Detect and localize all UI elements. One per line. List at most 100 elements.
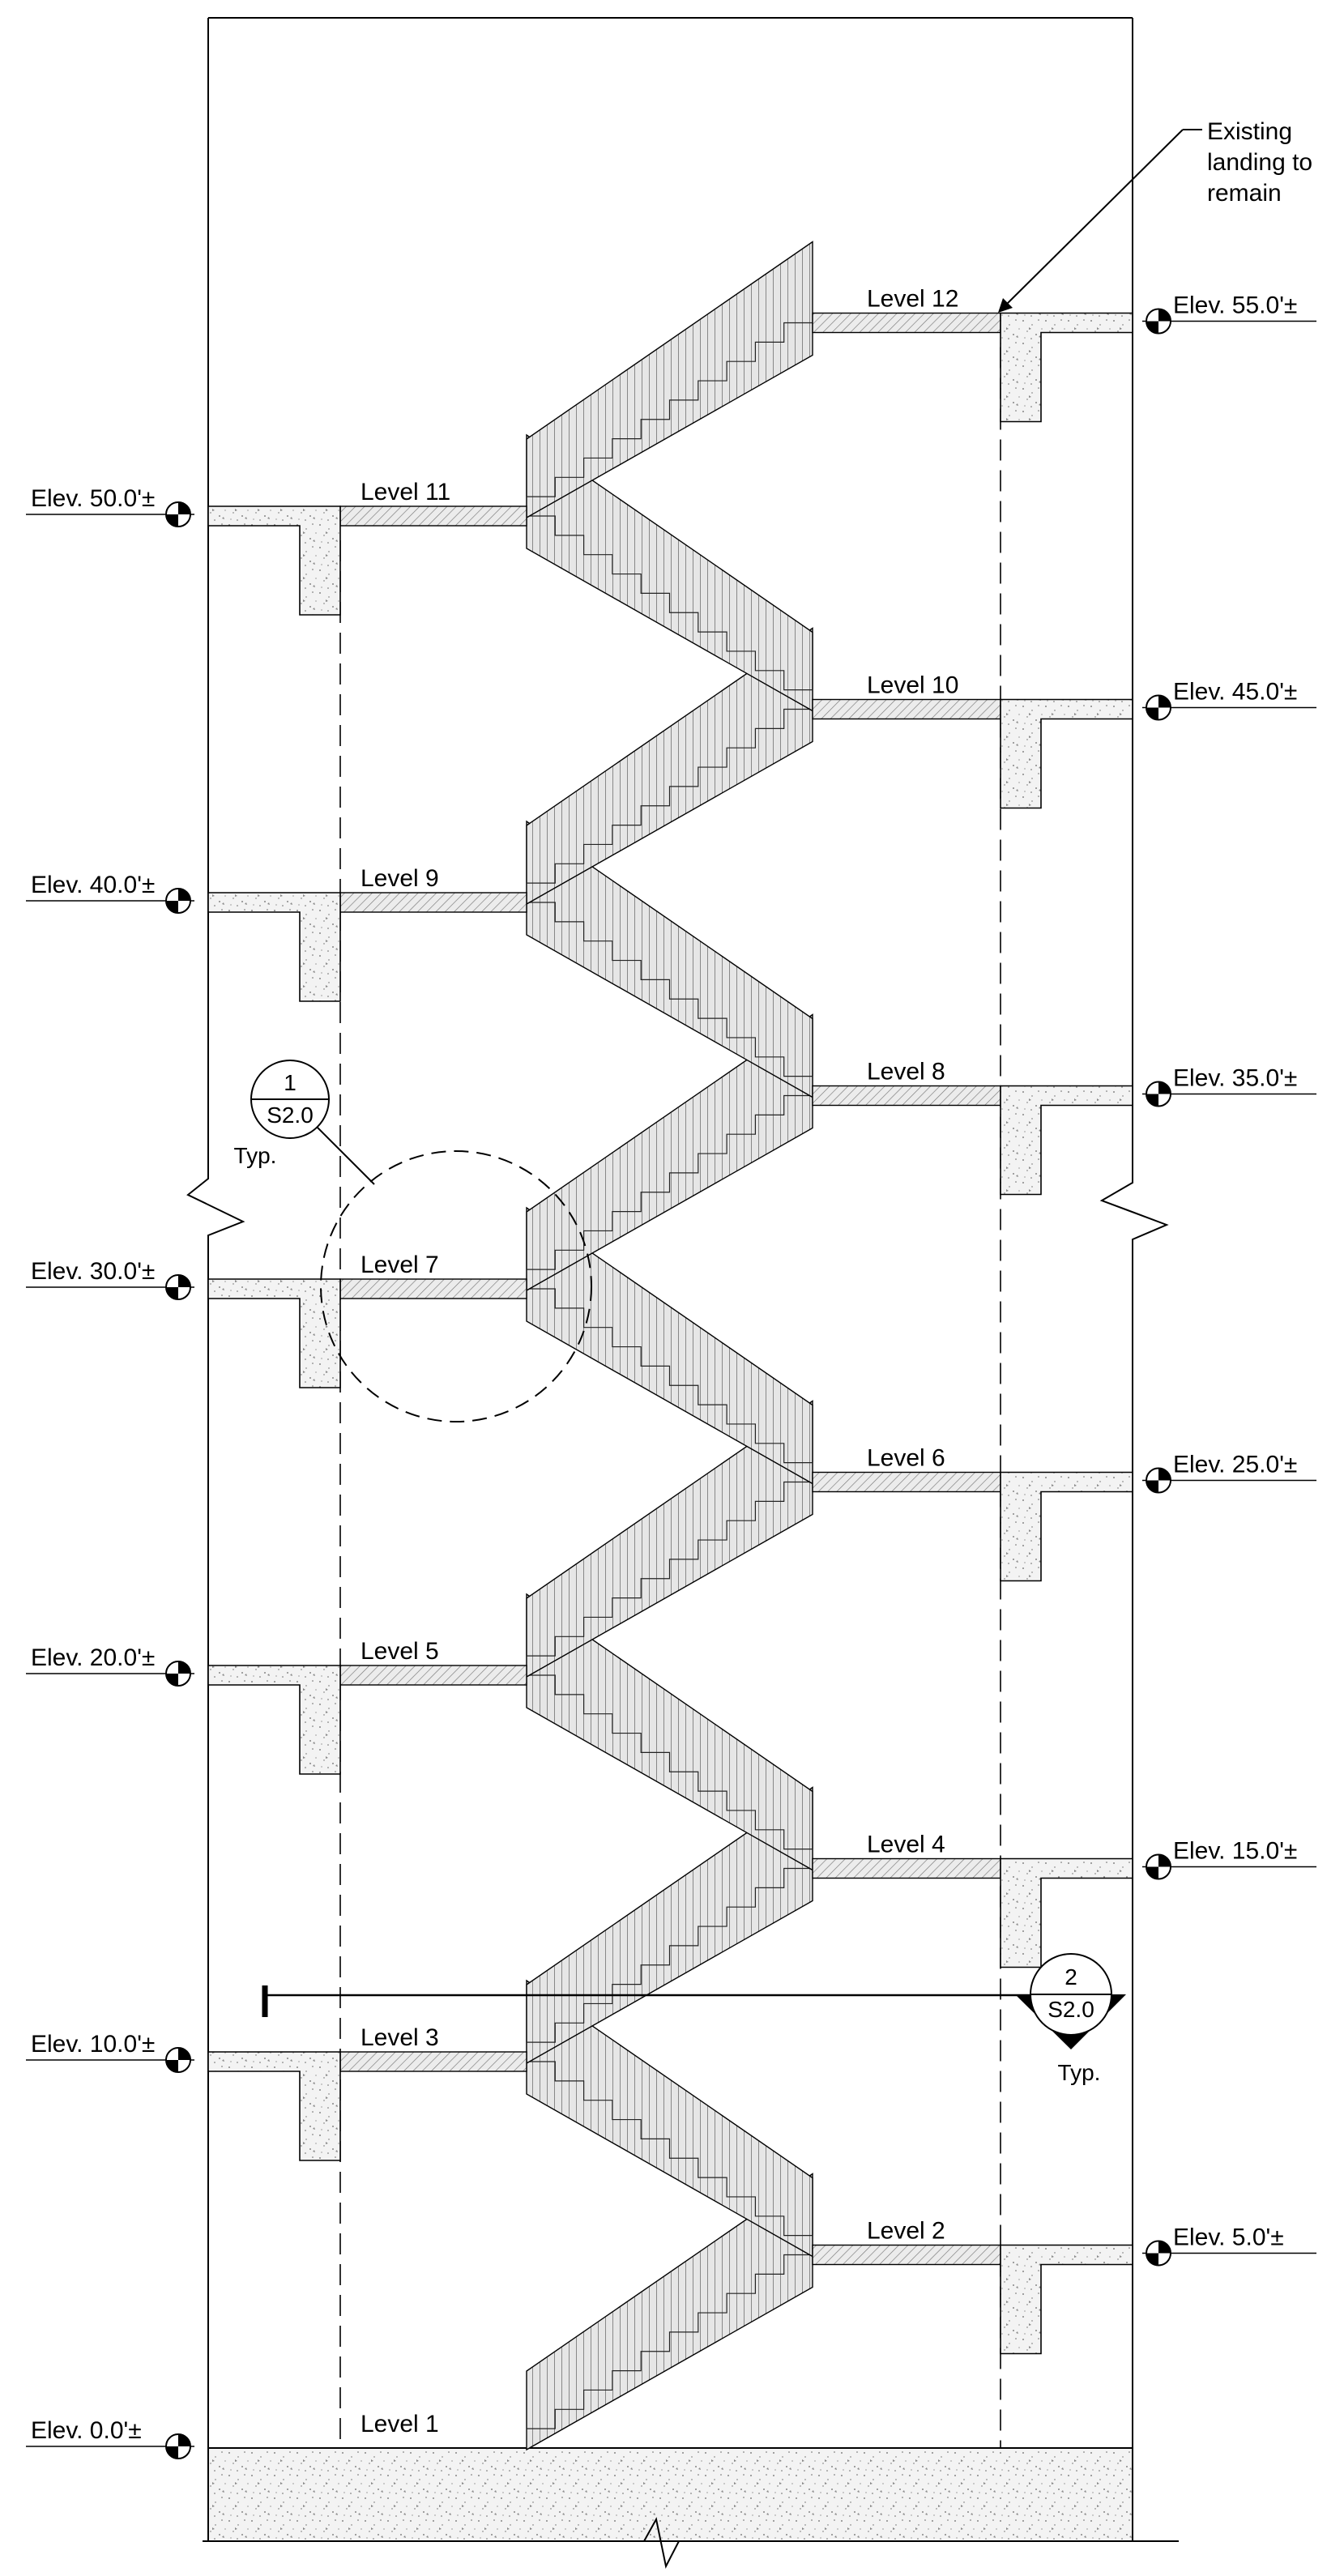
note-line-1: Existing xyxy=(1207,118,1292,145)
section-marker-typ: Typ. xyxy=(1058,2060,1101,2085)
building-walls xyxy=(186,17,1169,2540)
floor-slab-left xyxy=(207,1665,341,1775)
landing-right xyxy=(812,698,1001,720)
elevation-label: Elev. 45.0'± xyxy=(1173,679,1297,706)
elevation-label: Elev. 0.0'± xyxy=(31,2417,142,2444)
note-line-3: remain xyxy=(1207,180,1282,207)
stair-steps xyxy=(527,902,813,1096)
section-marker: 2 S2.0 Typ. xyxy=(262,1953,1126,2085)
elevation-label: Elev. 30.0'± xyxy=(31,1258,155,1285)
stair-flight xyxy=(526,627,813,906)
elevation-marker-quadrant xyxy=(1146,1866,1158,1879)
elevation-marker-quadrant xyxy=(166,901,178,913)
floor-slab-left xyxy=(207,1278,341,1388)
stair-steps xyxy=(527,1288,813,1482)
elevation-marker-quadrant xyxy=(166,2446,178,2459)
detail-boundary-circle xyxy=(320,1150,592,1422)
elevation-label: Elev. 35.0'± xyxy=(1173,1065,1297,1092)
leader-line-diagonal xyxy=(1002,129,1184,309)
stair-flight xyxy=(526,1206,813,1485)
elevation-marker-quadrant xyxy=(178,889,190,901)
leader-arrowhead xyxy=(998,298,1013,313)
ground-break-line xyxy=(203,2517,1179,2569)
section-marker-sheet: S2.0 xyxy=(1047,1997,1094,2022)
elevation-label: Elev. 10.0'± xyxy=(31,2031,155,2058)
stair-flights xyxy=(526,241,813,2451)
elevation-marker-quadrant xyxy=(1146,321,1158,334)
detail-callout-number: 1 xyxy=(284,1070,297,1095)
note-line-2: landing to xyxy=(1207,149,1312,176)
landing-right xyxy=(812,1471,1001,1493)
level-label: Level 10 xyxy=(867,672,958,699)
elevation-marker-quadrant xyxy=(1146,1094,1158,1107)
landing-right xyxy=(812,312,1001,334)
elevation-markers: Elev. 0.0'± Elev. 5.0'± Elev. 10.0'± Elev. … xyxy=(26,292,1316,2459)
elevation-marker-quadrant xyxy=(178,2434,190,2446)
stair-steps xyxy=(527,1674,813,1869)
detail-callout: 1 S2.0 Typ. xyxy=(234,1060,592,1422)
section-marker-number: 2 xyxy=(1065,1964,1077,1990)
landing-right xyxy=(812,1085,1001,1107)
level-label: Level 11 xyxy=(361,479,450,505)
floor-slab-left xyxy=(207,505,341,616)
stair-flight xyxy=(526,433,813,712)
elevation-label: Elev. 20.0'± xyxy=(31,1644,155,1671)
elevation-label: Elev. 5.0'± xyxy=(1173,2224,1284,2251)
stair-flight xyxy=(526,1979,813,2258)
detail-leader xyxy=(317,1127,375,1185)
level-label: Level 9 xyxy=(361,865,439,892)
stair-steps xyxy=(526,2254,813,2448)
elevation-marker-quadrant xyxy=(166,514,178,527)
elevation-marker-quadrant xyxy=(178,1275,190,1287)
elevation-label: Elev. 50.0'± xyxy=(31,485,155,512)
floor-slab-right xyxy=(1000,1085,1133,1196)
stair-steps xyxy=(526,322,813,516)
elevation-marker-quadrant xyxy=(1158,1854,1171,1867)
landing-left xyxy=(339,1278,527,1299)
stair-flight xyxy=(526,241,813,519)
left-wall-line xyxy=(186,18,245,2540)
level-label: Level 8 xyxy=(867,1059,945,1085)
ground-slab-fill xyxy=(207,2447,1133,2542)
landing-left xyxy=(339,1665,527,1686)
elevation-marker-quadrant xyxy=(1158,1468,1171,1481)
level-label: Level 12 xyxy=(867,286,958,313)
landing-right xyxy=(812,1857,1001,1879)
elevation-marker-quadrant xyxy=(1146,707,1158,720)
elevation-label: Elev. 15.0'± xyxy=(1173,1838,1297,1865)
stair-steps xyxy=(527,2061,813,2255)
level-label: Level 3 xyxy=(361,2024,439,2051)
level-label: Level 2 xyxy=(867,2218,945,2245)
landing-left xyxy=(339,505,527,527)
landing-right xyxy=(812,2244,1001,2266)
floor-slab-right xyxy=(1000,698,1133,809)
elevation-marker-quadrant xyxy=(166,2060,178,2072)
elevation-label: Elev. 55.0'± xyxy=(1173,292,1297,319)
floor-slab-left xyxy=(207,2051,341,2161)
level-label: Level 7 xyxy=(361,1252,439,1278)
existing-landing-note: Existing landing to remain xyxy=(998,118,1312,313)
level-label: Level 6 xyxy=(867,1445,945,1472)
elevation-marker-quadrant xyxy=(178,502,190,514)
right-wall-line xyxy=(1099,18,1169,2540)
floor-slab-right xyxy=(1000,312,1133,423)
elevation-marker-quadrant xyxy=(1146,2253,1158,2266)
stair-flight xyxy=(526,1593,813,1871)
ground-slab xyxy=(203,2447,1179,2569)
elevation-marker-quadrant xyxy=(166,1287,178,1299)
landing-left xyxy=(339,892,527,913)
floor-slab-right xyxy=(1000,2244,1133,2355)
level-label: Level 5 xyxy=(361,1638,439,1665)
stair-flight xyxy=(526,2173,813,2451)
landing-left xyxy=(339,2051,527,2072)
floor-slab-left xyxy=(207,892,341,1002)
elevation-label: Elev. 40.0'± xyxy=(31,872,155,898)
stair-steps xyxy=(526,1867,813,2062)
floor-slab-right xyxy=(1000,1857,1133,1968)
elevation-marker-quadrant xyxy=(1158,695,1171,708)
floor-slab-edges xyxy=(207,312,1133,2355)
stair-steps xyxy=(526,1094,813,1289)
stair-flight xyxy=(526,820,813,1098)
